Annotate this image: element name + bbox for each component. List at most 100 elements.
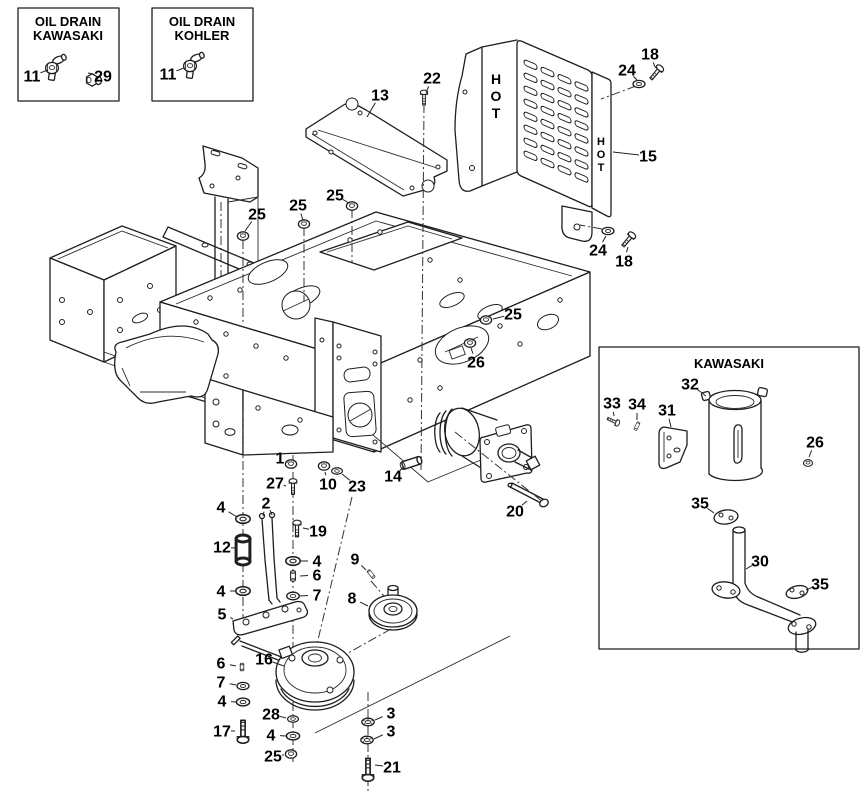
hot-stencil-left-h: H	[491, 71, 501, 87]
bolt-glyph	[619, 229, 638, 250]
washer-glyph	[287, 715, 299, 723]
leader-layer	[40, 62, 813, 767]
leader-line-24	[602, 235, 607, 243]
bolt-glyph	[236, 719, 250, 745]
leader-line-3	[374, 716, 383, 721]
callout-25: 25	[326, 188, 344, 205]
nut-glyph	[236, 231, 250, 241]
callout-11: 11	[160, 67, 177, 84]
nut-glyph	[479, 315, 493, 325]
callout-30: 30	[751, 554, 769, 571]
leader-line-18	[625, 246, 629, 253]
callout-8: 8	[348, 591, 357, 608]
leader-line-4	[228, 511, 238, 518]
hot-stencil-right-t: T	[598, 162, 605, 174]
leader-line-28	[279, 715, 287, 719]
callout-4: 4	[218, 694, 227, 711]
leader-line-26	[808, 450, 813, 458]
leader-line-24	[633, 76, 638, 81]
leader-line-11	[176, 67, 185, 72]
inset-title-kawasaki-muffler: KAWASAKI	[694, 356, 764, 371]
bolt-glyph	[292, 519, 302, 538]
callout-11: 11	[24, 69, 41, 86]
nut-glyph	[297, 219, 311, 229]
lockwasher-glyph	[360, 735, 374, 745]
callout-35: 35	[811, 577, 829, 594]
callout-35: 35	[691, 496, 709, 513]
heat-shield-art: H O T H O T	[454, 39, 637, 242]
washer-glyph	[285, 555, 301, 567]
spacer-glyph	[290, 570, 296, 582]
leader-line-32	[696, 388, 707, 397]
inset-title-kawasaki: KAWASAKI	[33, 28, 103, 43]
callout-31: 31	[658, 403, 676, 420]
hardware-column-art	[232, 509, 309, 636]
callout-4: 4	[267, 728, 276, 745]
leader-line-2	[262, 511, 265, 517]
leader-line-11	[40, 69, 49, 74]
leader-line-25	[342, 199, 350, 204]
leader-line-25	[244, 221, 253, 232]
leader-line-19	[302, 527, 310, 530]
washer-glyph	[286, 591, 300, 601]
callout-26: 26	[806, 435, 824, 452]
nut-glyph	[284, 459, 298, 469]
washer-glyph	[235, 513, 251, 525]
callout-9: 9	[351, 552, 360, 569]
leader-line-31	[668, 418, 672, 428]
washer-glyph	[236, 681, 250, 691]
cover-plate-art	[305, 97, 448, 197]
callout-5: 5	[218, 607, 227, 624]
muffler-bracket-art	[658, 426, 688, 470]
leader-line-10	[324, 471, 327, 476]
leader-line-8	[359, 601, 369, 607]
leader-line-15	[612, 151, 640, 156]
callout-18: 18	[641, 47, 659, 64]
leader-line-23	[341, 473, 351, 481]
leader-line-27	[283, 484, 287, 487]
leader-line-21	[374, 764, 384, 767]
leader-line-3	[373, 734, 384, 740]
nut-glyph	[803, 459, 813, 467]
callout-23: 23	[348, 479, 366, 496]
lockwasher-glyph	[361, 717, 375, 727]
pin-glyph	[366, 568, 376, 580]
callout-24: 24	[618, 63, 636, 80]
callout-1: 1	[276, 451, 285, 468]
callout-29: 29	[94, 69, 112, 86]
leader-line-16	[272, 661, 285, 667]
leader-line-26	[470, 347, 474, 354]
leader-line-6	[229, 664, 237, 667]
leader-line-35	[805, 587, 812, 591]
muffler-art	[700, 386, 769, 482]
nut-glyph	[463, 338, 477, 348]
callout-28: 28	[262, 707, 280, 724]
callout-34: 34	[628, 397, 646, 414]
callout-25: 25	[264, 749, 282, 766]
leader-line-29	[87, 72, 95, 75]
inset-title-oil-drain: OIL DRAIN	[35, 14, 101, 29]
nut-glyph	[345, 201, 359, 211]
leader-line-35	[707, 507, 715, 514]
nut-glyph	[317, 461, 331, 471]
leader-line-13	[366, 102, 376, 118]
callout-12: 12	[213, 540, 231, 557]
leader-line-30	[745, 565, 753, 570]
inset-title-oil-drain-2: OIL DRAIN	[169, 14, 235, 29]
callout-15: 15	[639, 149, 657, 166]
hot-stencil-left-o: O	[491, 88, 502, 104]
callout-17: 17	[213, 724, 231, 741]
leader-line-22	[425, 86, 430, 94]
washer-glyph	[331, 467, 343, 475]
pulley-art	[368, 584, 418, 631]
bolt-glyph	[361, 757, 375, 783]
spacer-glyph	[239, 662, 245, 672]
exhaust-pipe-art	[711, 509, 817, 653]
leader-line-9	[361, 565, 367, 571]
callout-24: 24	[589, 243, 607, 260]
inset-box-oil-drain-kawasaki: OIL DRAIN KAWASAKI	[17, 7, 120, 102]
callout-19: 19	[309, 524, 327, 541]
callout-21: 21	[383, 760, 401, 777]
